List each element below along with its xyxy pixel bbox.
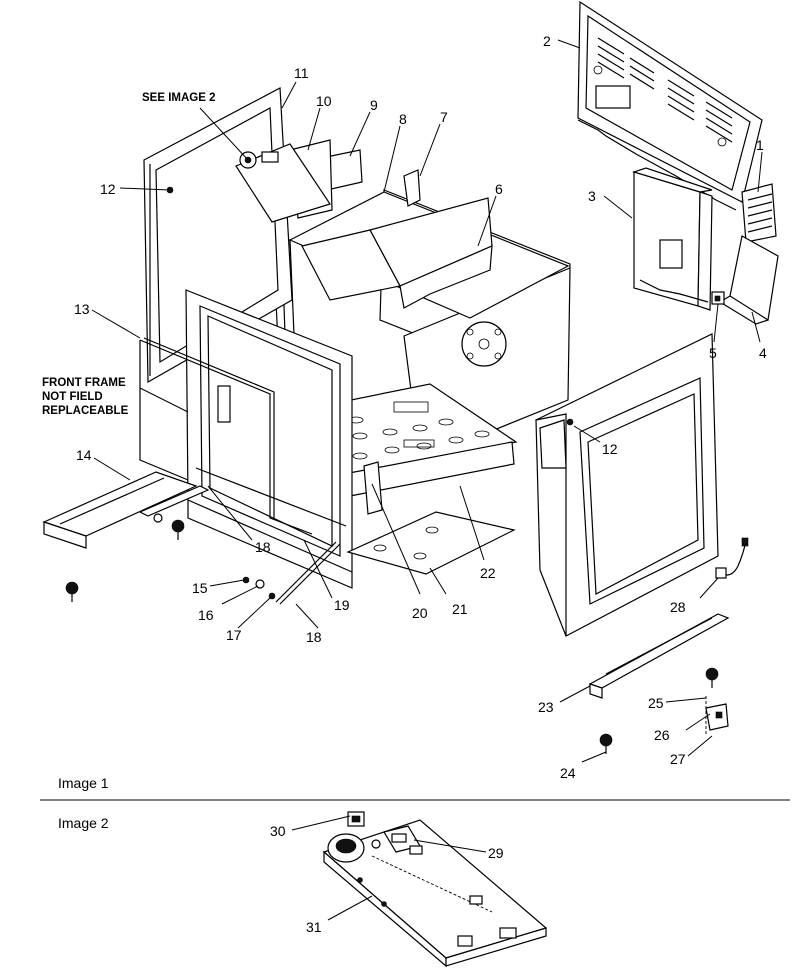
callout-27: 27 [670,751,686,767]
callout-labels: 1 2 3 4 5 6 7 8 9 10 11 12 12 13 14 15 1… [74,33,767,781]
caption-image-2: Image 2 [58,815,109,831]
part-3-duct [632,167,713,311]
part-1-vent-grille [741,183,777,243]
parts-25-27 [705,696,729,736]
callout-12-left: 12 [100,181,116,197]
part-21-plate [346,511,516,575]
part-23-rail [588,613,730,699]
callout-8: 8 [399,111,407,127]
side-door-panel [535,333,719,637]
callout-18-lower: 18 [306,629,322,645]
callout-1: 1 [756,137,764,153]
callout-7: 7 [440,109,448,125]
svg-text:REPLACEABLE: REPLACEABLE [42,405,129,417]
caption-image-1: Image 1 [58,775,109,791]
callout-13: 13 [74,301,90,317]
callout-14: 14 [76,447,92,463]
part-13-rod [139,337,313,535]
front-frame [185,289,353,589]
callout-28: 28 [670,599,686,615]
front-frame-note: FRONT FRAME NOT FIELD REPLACEABLE [42,377,129,417]
part-4-plate [718,235,779,325]
part-2-back-panel [577,0,763,211]
part-5-clip [711,291,725,305]
callout-22: 22 [480,565,496,581]
svg-text:FRONT FRAME: FRONT FRAME [42,377,126,389]
callout-17: 17 [226,627,242,643]
callout-31: 31 [306,919,322,935]
see-image-2-note: SEE IMAGE 2 [142,92,216,104]
callout-6: 6 [495,181,503,197]
callout-3: 3 [588,188,596,204]
part-12-screw [566,418,574,426]
callout-12-right: 12 [602,441,618,457]
callout-26: 26 [654,727,670,743]
part-14-rail [42,471,198,549]
callout-15: 15 [192,580,208,596]
callout-24: 24 [560,765,576,781]
svg-text:NOT FIELD: NOT FIELD [42,391,103,403]
leader-lines [91,39,763,763]
callout-10: 10 [316,93,332,109]
callout-2: 2 [543,33,551,49]
callout-29: 29 [488,845,504,861]
callout-16: 16 [198,607,214,623]
part-18-rod [138,467,347,527]
part-20-bracket [363,461,383,515]
callout-11: 11 [294,65,309,81]
callout-23: 23 [538,699,554,715]
image-2-assembly [322,811,548,968]
callout-19: 19 [334,597,350,613]
callout-21: 21 [452,601,468,617]
callout-18-upper: 18 [255,539,271,555]
callout-5: 5 [709,345,717,361]
part-28-wire [715,537,749,579]
callout-20: 20 [412,605,428,621]
callout-30: 30 [270,823,286,839]
callout-25: 25 [648,695,664,711]
part-19-rod [275,541,341,605]
callout-4: 4 [759,345,767,361]
image-2-leader-lines [291,815,487,921]
bolt-screws [65,513,719,754]
callout-9: 9 [370,97,378,113]
